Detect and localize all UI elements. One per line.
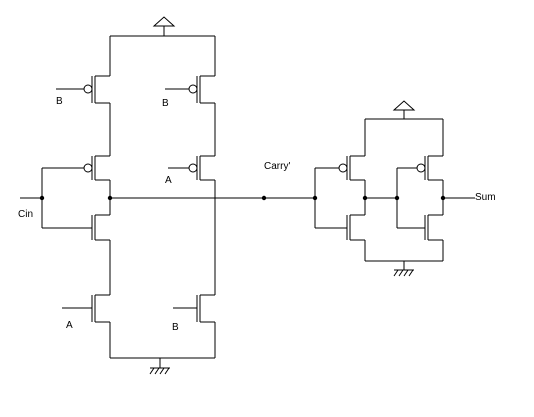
pmos-top-left — [56, 75, 110, 104]
nmos-bottom-left — [62, 294, 110, 323]
pmos-inverter-2 — [397, 155, 443, 181]
nmos-bottom-right — [173, 294, 215, 323]
carry-label: Carry' — [264, 161, 290, 172]
a-label-mid-right: A — [165, 175, 172, 186]
nmos-mid-left — [42, 214, 110, 241]
pmos-top-right — [165, 75, 215, 104]
ground-symbol-right — [393, 261, 414, 277]
b-label-bottom-right: B — [172, 322, 179, 333]
sum-label: Sum — [475, 192, 496, 203]
nmos-inverter-1 — [315, 214, 365, 241]
b-label-top-left: B — [56, 96, 63, 107]
b-label-top-right: B — [162, 98, 169, 109]
nmos-inverter-2 — [397, 214, 443, 241]
cin-junction-dot — [39, 195, 45, 201]
pmos-mid-left — [42, 155, 110, 181]
a-label-bottom-left: A — [66, 320, 73, 331]
sum-circuit — [312, 100, 475, 277]
carry-junction-dot — [107, 195, 113, 201]
carry-circuit — [20, 16, 315, 375]
pmos-inverter-1 — [315, 155, 365, 181]
carry-label-dot — [261, 195, 267, 201]
cin-label: Cin — [18, 209, 33, 220]
pmos-mid-right — [168, 155, 215, 181]
vdd-symbol-left — [152, 16, 176, 36]
ground-symbol-left — [149, 358, 170, 375]
vdd-symbol-right — [392, 100, 416, 119]
